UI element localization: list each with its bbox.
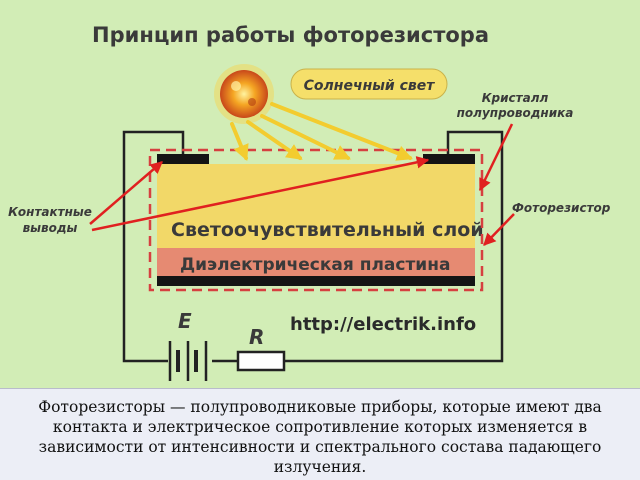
circuit-wires: [122, 130, 504, 363]
contact-left: [157, 154, 209, 164]
caption-text: Фоторезисторы — полупроводниковые прибор…: [38, 398, 602, 476]
contacts-label-line1: Контактные: [8, 205, 92, 219]
arrow-to-photoresistor: [483, 213, 515, 246]
source-url: http://electrik.info: [290, 314, 476, 335]
dielectric-plate: [157, 248, 475, 276]
layer-label: Светоочувствительный слой: [171, 219, 484, 241]
resistor-symbol: [236, 350, 286, 372]
plate-label: Диэлектрическая пластина: [180, 255, 450, 275]
photoresistor-label: Фоторезистор: [512, 201, 611, 215]
caption-box: Фоторезисторы — полупроводниковые прибор…: [0, 388, 640, 480]
crystal-label-line2: полупроводника: [457, 106, 574, 120]
sunlight-label-box: [290, 68, 448, 100]
photoresistor-diagram: Принцип работы фоторезистора E R http://…: [0, 0, 640, 388]
arrow-to-left-contact: [89, 161, 163, 225]
crystal-label-line1: Кристалл: [482, 91, 549, 105]
bottom-substrate: [157, 276, 475, 286]
battery-label: E: [178, 309, 192, 333]
arrow-to-crystal: [478, 123, 514, 192]
arrow-to-right-contact: [91, 156, 430, 232]
battery-symbol: [168, 341, 208, 381]
resistor-label: R: [249, 325, 264, 349]
sun-icon: [214, 64, 274, 124]
diagram-canvas: Принцип работы фоторезистора E R http://…: [8, 23, 611, 381]
photoresistor-outline: [148, 148, 484, 292]
diagram-title: Принцип работы фоторезистора: [92, 23, 489, 47]
sunlight-label: Солнечный свет: [304, 78, 436, 94]
pointer-arrows: [89, 123, 515, 246]
light-rays: [230, 102, 413, 161]
contact-right: [423, 154, 475, 164]
contacts-label-line2: выводы: [23, 221, 78, 235]
